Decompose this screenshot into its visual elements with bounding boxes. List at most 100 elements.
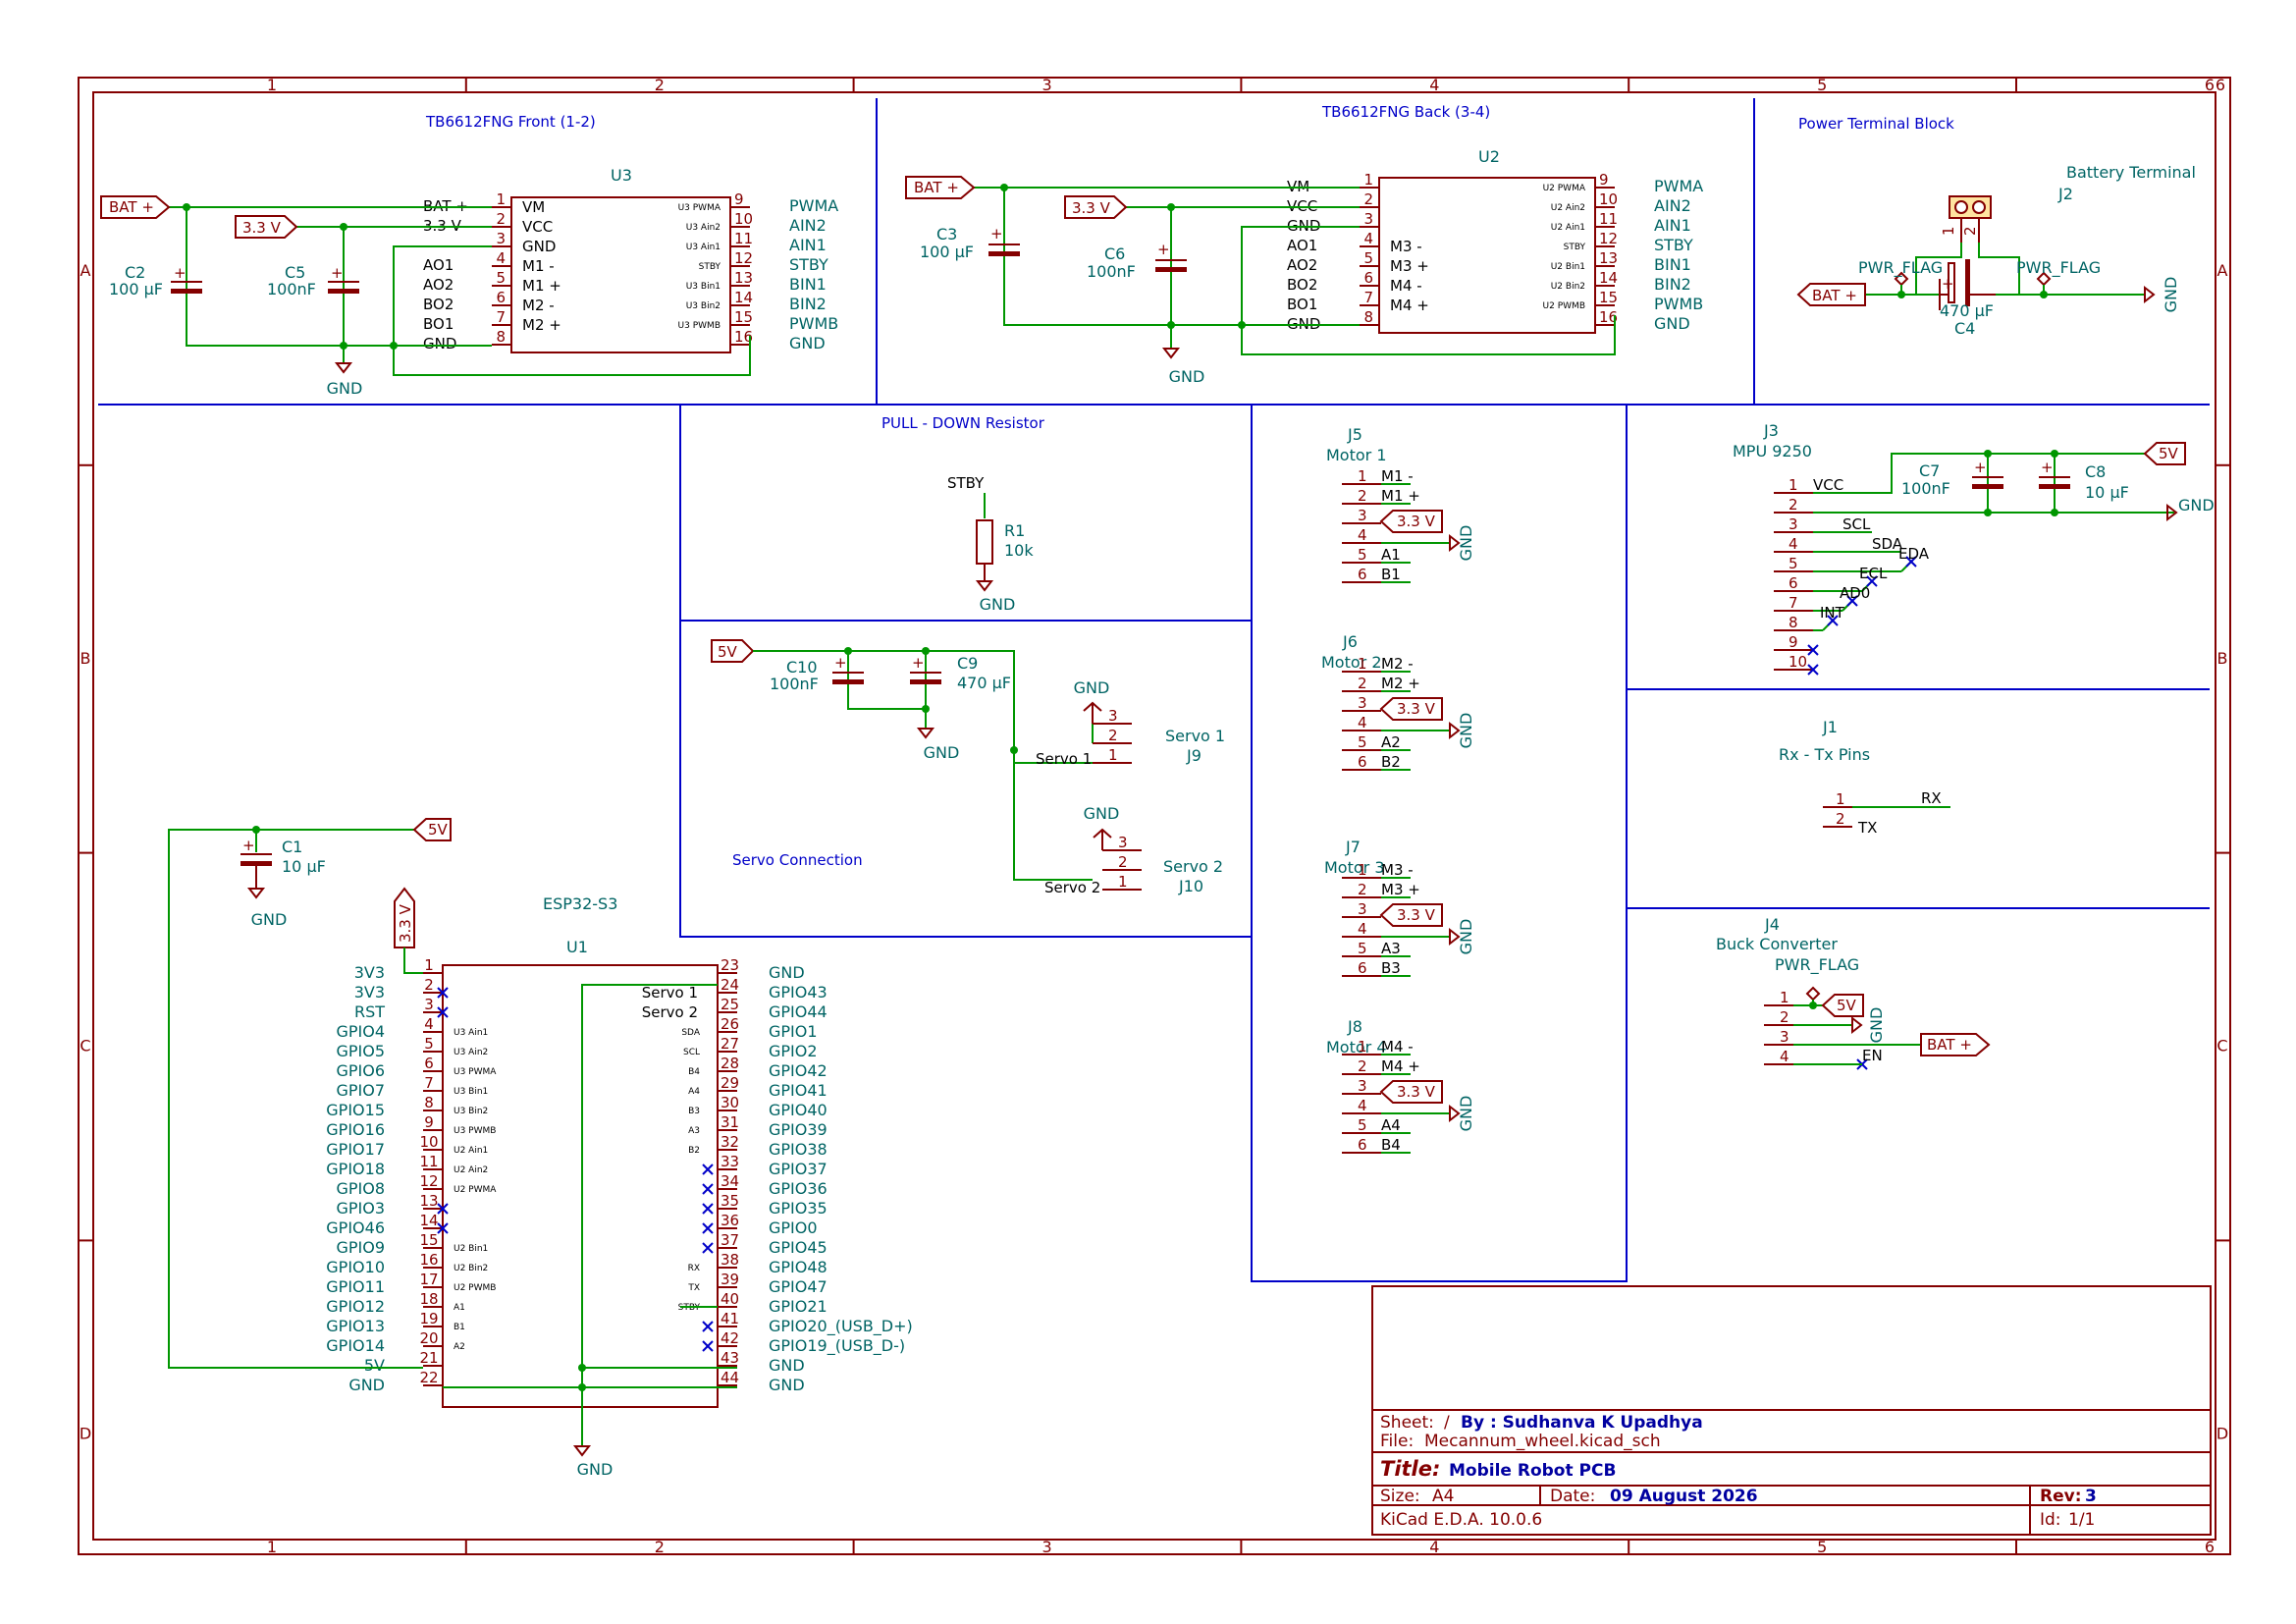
- pin-net: U3 Bin2: [454, 1107, 488, 1116]
- svg-text:470 µF: 470 µF: [1940, 301, 1994, 320]
- pin-number: 9: [734, 190, 744, 208]
- pin-name: GPIO7: [336, 1081, 385, 1100]
- front-bat-label: BAT +: [100, 195, 171, 219]
- pin-number: 9: [424, 1113, 434, 1131]
- svg-text:GND: GND: [1457, 713, 1475, 749]
- frame-col-label: 3: [1042, 1538, 1052, 1556]
- power-block: Battery Terminal J2 1 2 + 470 µF C4: [1796, 163, 2196, 338]
- pin-number: 1: [1780, 989, 1789, 1006]
- pin-net: U2 PWMB: [454, 1283, 496, 1293]
- svg-text:+: +: [331, 264, 344, 282]
- svg-text:100 µF: 100 µF: [920, 243, 974, 261]
- c7-capacitor: + C7 100nF: [1901, 459, 2003, 498]
- motor-net: M1 -: [1381, 467, 1414, 485]
- pin-net: TX: [687, 1283, 700, 1293]
- pin-number: 2: [1358, 675, 1367, 692]
- back-3v3-label: 3.3 V: [1064, 195, 1128, 219]
- svg-text:5V: 5V: [718, 643, 738, 661]
- pin-number: 11: [1599, 210, 1618, 228]
- motor-ref: J5: [1347, 425, 1362, 444]
- pin-number: 3: [424, 996, 434, 1013]
- j9-title: Servo 1: [1165, 727, 1225, 745]
- pin-name: M4 +: [1390, 297, 1429, 314]
- pwr-flag-1: PWR_FLAG: [1858, 258, 1943, 295]
- motor-net: M1 +: [1381, 487, 1420, 505]
- pin-number: 26: [721, 1015, 739, 1033]
- frame-row-label: A: [2217, 261, 2228, 280]
- pin-name: GPIO37: [769, 1160, 828, 1178]
- pin-number: 5: [424, 1035, 434, 1053]
- pin-name: U2 Ain2: [1551, 203, 1585, 213]
- frame-row-label: D: [2216, 1424, 2228, 1442]
- pin-name: GPIO44: [769, 1002, 828, 1021]
- svg-text:100 µF: 100 µF: [109, 280, 163, 298]
- motor-net: M3 +: [1381, 881, 1420, 898]
- pin-number: 2: [1780, 1008, 1789, 1026]
- svg-text:BAT +: BAT +: [914, 179, 959, 196]
- pin-number: 1: [1118, 873, 1128, 891]
- pin-name: GPIO42: [769, 1061, 828, 1080]
- frame-row-label: C: [80, 1037, 90, 1056]
- pin-number: 30: [721, 1094, 739, 1111]
- pin-number: 4: [1780, 1048, 1789, 1065]
- pin-number: 1: [424, 956, 434, 974]
- pin-number: 9: [1789, 633, 1798, 651]
- buck-5v-label: 5V: [1821, 994, 1864, 1017]
- mpu-title: MPU 9250: [1733, 442, 1812, 460]
- frame-col-label: 5: [1817, 76, 1827, 94]
- svg-text:3.3 V: 3.3 V: [1072, 199, 1111, 217]
- pin-name: GND: [769, 1356, 805, 1375]
- motor-net: B2: [1381, 753, 1401, 771]
- motor-net: M3 -: [1381, 861, 1414, 879]
- svg-text:+: +: [912, 654, 925, 672]
- pin-number: 16: [419, 1251, 438, 1269]
- pin-number: 3: [1108, 707, 1118, 725]
- pin-name: VCC: [522, 218, 553, 236]
- title-block: Sheet: / By : Sudhanva K Upadhya File: M…: [1371, 1285, 2212, 1536]
- pin-number: 18: [419, 1290, 438, 1308]
- net-label: BO2: [1287, 276, 1317, 294]
- pin-number: 1: [1836, 790, 1845, 808]
- uart-title: Rx - Tx Pins: [1779, 745, 1870, 764]
- uart-rx-net: RX: [1921, 789, 1942, 807]
- back-section-title: TB6612FNG Back (3-4): [1321, 103, 1490, 121]
- j1-ref: J1: [1822, 718, 1838, 736]
- power-gnd-symbol: GND: [2144, 277, 2180, 312]
- motor-net: A2: [1381, 733, 1401, 751]
- u2-ref: U2: [1478, 147, 1500, 166]
- pin-name: 3V3: [354, 983, 385, 1001]
- svg-text:GND: GND: [1084, 804, 1120, 823]
- pin-number: 33: [721, 1153, 739, 1170]
- pin-name: STBY: [699, 262, 721, 272]
- pin-number: 7: [1363, 289, 1373, 306]
- svg-text:3.3 V: 3.3 V: [1397, 700, 1436, 718]
- frame-col-label: 5: [1817, 1538, 1827, 1556]
- front-gnd-symbol: GND: [327, 362, 362, 398]
- frame-row-label: B: [2217, 649, 2228, 668]
- pin-number: 41: [721, 1310, 739, 1327]
- pin-number: 12: [419, 1172, 438, 1190]
- pin-number: 5: [1358, 1116, 1367, 1134]
- pin-name: U2 Bin1: [1551, 262, 1585, 272]
- pin-number: 5: [1358, 733, 1367, 751]
- pin-net: U3 Bin1: [454, 1087, 488, 1097]
- c4-capacitor: + 470 µF C4: [1939, 259, 1996, 338]
- pin-number: 11: [734, 230, 753, 247]
- pin-number: 2: [1363, 190, 1373, 208]
- motor-net: A3: [1381, 940, 1401, 957]
- svg-text:C2: C2: [125, 263, 145, 282]
- svg-text:100nF: 100nF: [1087, 262, 1136, 281]
- pin-number: 7: [496, 308, 506, 326]
- frame-row-label: B: [80, 649, 91, 668]
- pin-name: U3 PWMB: [678, 321, 721, 331]
- pin-name: GPIO6: [336, 1061, 385, 1080]
- svg-text:C3: C3: [936, 225, 957, 244]
- r1-ref: R1: [1004, 521, 1025, 540]
- svg-text:PWR_FLAG: PWR_FLAG: [1858, 258, 1943, 278]
- pin-name: GPIO36: [769, 1179, 828, 1198]
- svg-text:+: +: [1974, 459, 1987, 476]
- pin-name: GPIO40: [769, 1101, 828, 1119]
- pin-number: 1: [1358, 655, 1367, 673]
- pin-number: 7: [424, 1074, 434, 1092]
